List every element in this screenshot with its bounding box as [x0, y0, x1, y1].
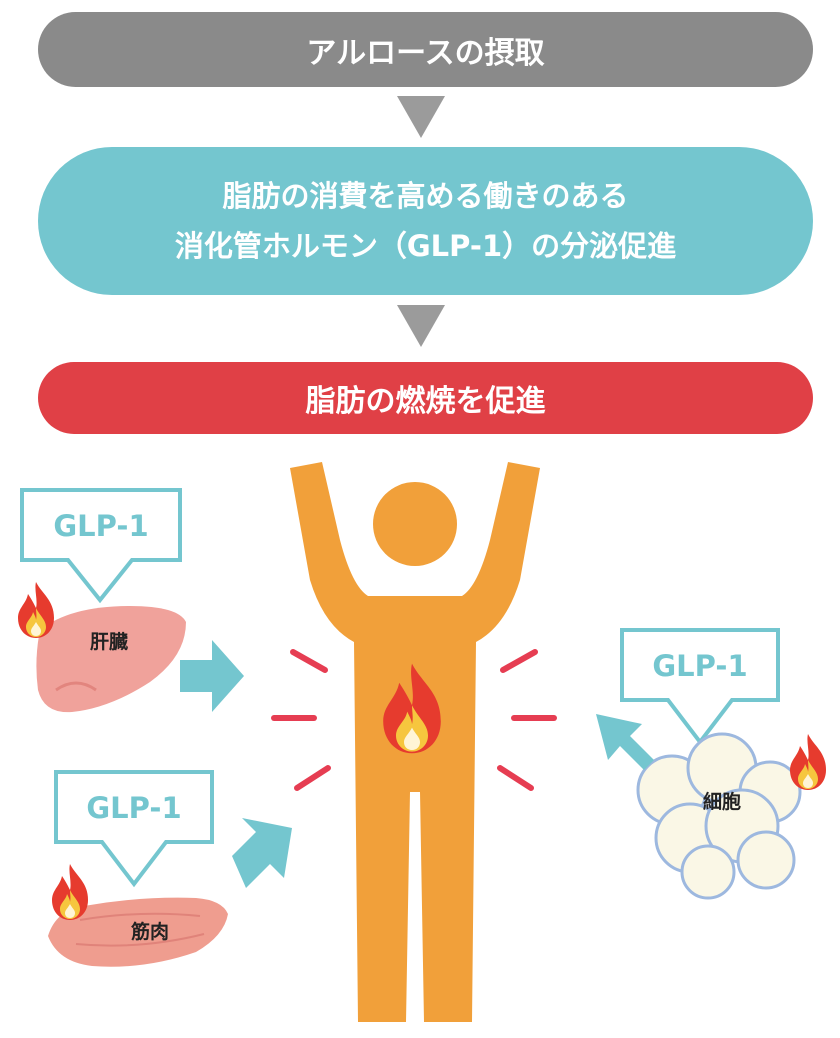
muscle-icon: 筋肉: [48, 897, 228, 967]
callout-cells-text: GLP-1: [652, 649, 747, 683]
callout-muscle: GLP-1: [54, 770, 214, 888]
flow-arrow-2-icon: [397, 305, 445, 347]
flame-liver-icon: [18, 582, 54, 638]
burst-lines: [271, 649, 557, 791]
arrow-cells-icon: [596, 714, 654, 770]
liver-label: 肝臓: [90, 631, 128, 653]
callout-liver-text: GLP-1: [53, 509, 148, 543]
flame-cells-icon: [790, 734, 826, 790]
step-allulose-intake: アルロースの摂取: [38, 12, 813, 87]
arrow-muscle-icon: [232, 818, 292, 888]
step-glp1-secretion: 脂肪の消費を高める働きのある 消化管ホルモン（GLP-1）の分泌促進: [38, 147, 813, 295]
muscle-label: 筋肉: [131, 920, 169, 943]
arrow-liver-icon: [180, 640, 244, 712]
callout-cells: GLP-1: [620, 628, 780, 746]
callout-muscle-text: GLP-1: [86, 791, 181, 825]
cells-label: 細胞: [703, 790, 741, 813]
step1-text: アルロースの摂取: [306, 35, 545, 71]
illustration: GLP-1 肝臓 GLP-1 筋肉 GLP-1: [18, 462, 826, 1022]
flow-arrow-1-icon: [397, 96, 445, 138]
liver-icon: 肝臓: [36, 606, 187, 713]
step2-text-line2: 消化管ホルモン（GLP-1）の分泌促進: [174, 229, 677, 263]
callout-liver: GLP-1: [20, 488, 182, 604]
step3-text: 脂肪の燃焼を促進: [305, 384, 546, 419]
fat-cells-icon: 細胞: [636, 732, 802, 900]
step-fat-burning: 脂肪の燃焼を促進: [38, 362, 813, 434]
step2-text-line1: 脂肪の消費を高める働きのある: [222, 179, 629, 213]
flame-muscle-icon: [52, 864, 88, 920]
